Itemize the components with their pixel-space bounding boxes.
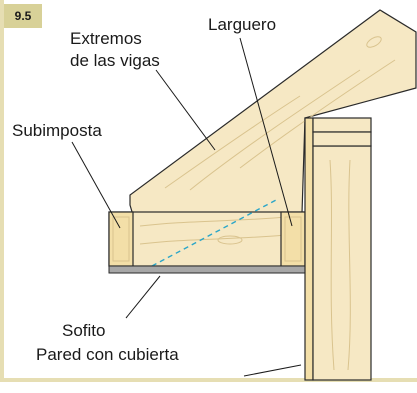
hidden-rafter-line	[151, 199, 277, 267]
frame-left-border	[0, 0, 4, 382]
leader-ledger	[239, 37, 293, 227]
figure-number: 9.5	[15, 9, 32, 23]
label-soffit: Sofito	[62, 321, 105, 340]
soffit-board	[108, 265, 307, 274]
horizontal-joist	[108, 211, 307, 267]
rafter	[129, 9, 417, 233]
leader-sheathed-wall	[243, 364, 302, 377]
frame-bottom-border	[0, 378, 417, 382]
leader-rafter-ends	[155, 69, 216, 151]
figure-number-badge	[4, 4, 42, 28]
top-plates	[312, 117, 372, 147]
label-ledger: Larguero	[208, 15, 276, 34]
label-sub-fascia: Subimposta	[12, 121, 102, 140]
label-rafter-ends-line2: de las vigas	[70, 51, 160, 70]
ledger-block	[280, 211, 306, 267]
label-sheathed-wall: Pared con cubierta	[36, 345, 179, 364]
sub-fascia-block	[108, 211, 134, 267]
label-rafter-ends-line1: Extremos	[70, 29, 142, 48]
leader-soffit	[125, 275, 161, 319]
wall-stud	[312, 145, 372, 381]
wall-sheathing	[304, 117, 314, 381]
leader-sub-fascia	[71, 141, 121, 229]
